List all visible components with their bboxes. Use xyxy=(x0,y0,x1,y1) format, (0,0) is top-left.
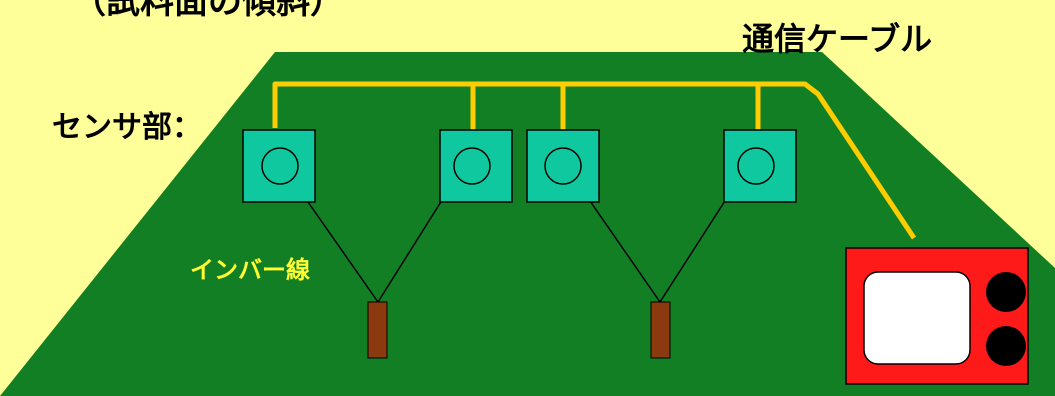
monitor-device xyxy=(845,247,1029,385)
sensor-dial-icon xyxy=(737,147,775,185)
sensor-label: センサ部： xyxy=(52,110,202,145)
cable-label: 通信ケーブル xyxy=(742,20,933,58)
monitor-knob-icon xyxy=(986,272,1026,312)
sensor-4 xyxy=(723,129,797,203)
sensor-1 xyxy=(242,129,316,203)
communication-cable xyxy=(272,81,917,240)
monitor-screen-icon xyxy=(863,271,971,365)
sensor-dial-icon xyxy=(261,147,299,185)
anchor-post-1 xyxy=(367,301,388,359)
diagram-title: （試料面の傾斜） xyxy=(72,0,344,22)
anchor-post-2 xyxy=(650,301,671,359)
monitor-knob-icon xyxy=(986,326,1026,366)
sensor-2 xyxy=(439,129,513,203)
sensor-dial-icon xyxy=(544,147,582,185)
sensor-3 xyxy=(526,129,600,203)
sensor-dial-icon xyxy=(453,147,491,185)
wire-label: インバー線 xyxy=(190,256,310,284)
